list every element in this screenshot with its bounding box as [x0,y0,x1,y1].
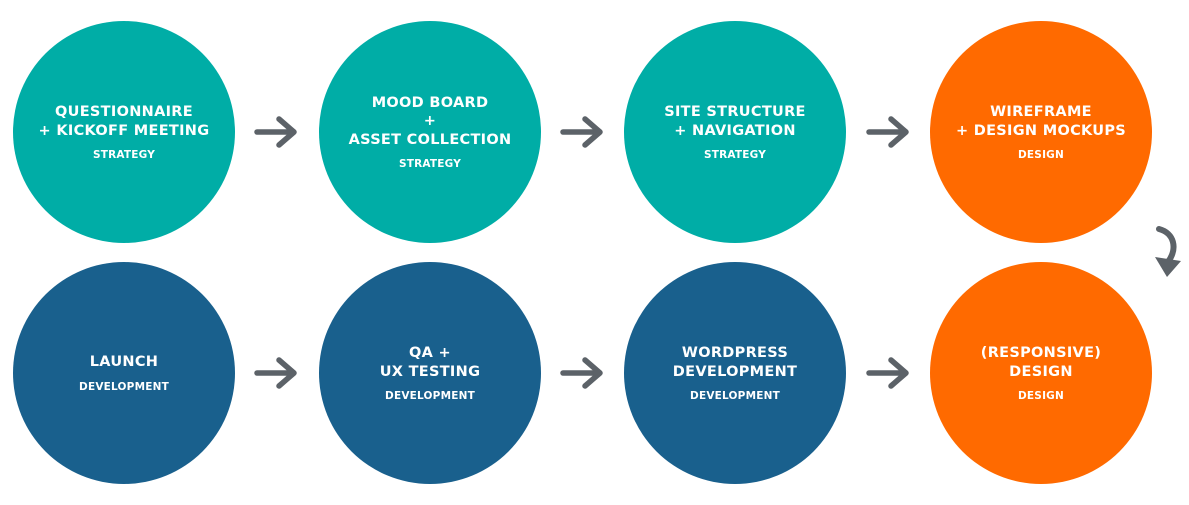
step-phase-label: DEVELOPMENT [690,390,780,402]
step-phase-label: DESIGN [1018,149,1064,161]
curved-arrow-down-icon [1155,226,1181,277]
step-questionnaire-kickoff: QUESTIONNAIRE + KICKOFF MEETING STRATEGY [13,21,235,243]
step-phase-label: STRATEGY [398,158,462,171]
step-phase-label: STRATEGY [92,149,156,161]
step-title: LAUNCH [89,354,159,371]
arrow-right-icon [866,357,909,389]
step-wordpress-development: WORDPRESS DEVELOPMENT DEVELOPMENT [624,262,846,484]
arrow-right-icon [254,357,297,389]
step-site-structure-navigation: SITE STRUCTURE + NAVIGATION STRATEGY [624,21,846,243]
arrow-right-icon [560,116,603,148]
arrow-right-icon [560,357,603,389]
step-title: QUESTIONNAIRE + KICKOFF MEETING [38,104,210,139]
arrow-right-icon [254,116,297,148]
step-title: SITE STRUCTURE + NAVIGATION [664,104,806,139]
step-phase-label: DEVELOPMENT [79,380,169,393]
step-wireframe-design-mockups: WIREFRAME + DESIGN MOCKUPS DESIGN [930,21,1152,243]
step-mood-board-asset-collection: MOOD BOARD + ASSET COLLECTION STRATEGY [319,21,541,243]
step-phase-label: STRATEGY [703,149,767,161]
step-title: QA + UX TESTING [379,345,481,380]
step-title: WORDPRESS DEVELOPMENT [672,345,798,380]
step-responsive-design: (RESPONSIVE) DESIGN DESIGN [930,262,1152,484]
step-title: MOOD BOARD + ASSET COLLECTION [348,94,512,148]
step-qa-ux-testing: QA + UX TESTING DEVELOPMENT [319,262,541,484]
step-phase-label: DEVELOPMENT [385,390,475,402]
step-title: (RESPONSIVE) DESIGN [980,345,1102,380]
arrow-right-icon [866,116,909,148]
step-title: WIREFRAME + DESIGN MOCKUPS [955,104,1127,139]
step-phase-label: DESIGN [1018,390,1064,402]
step-launch: LAUNCH DEVELOPMENT [13,262,235,484]
